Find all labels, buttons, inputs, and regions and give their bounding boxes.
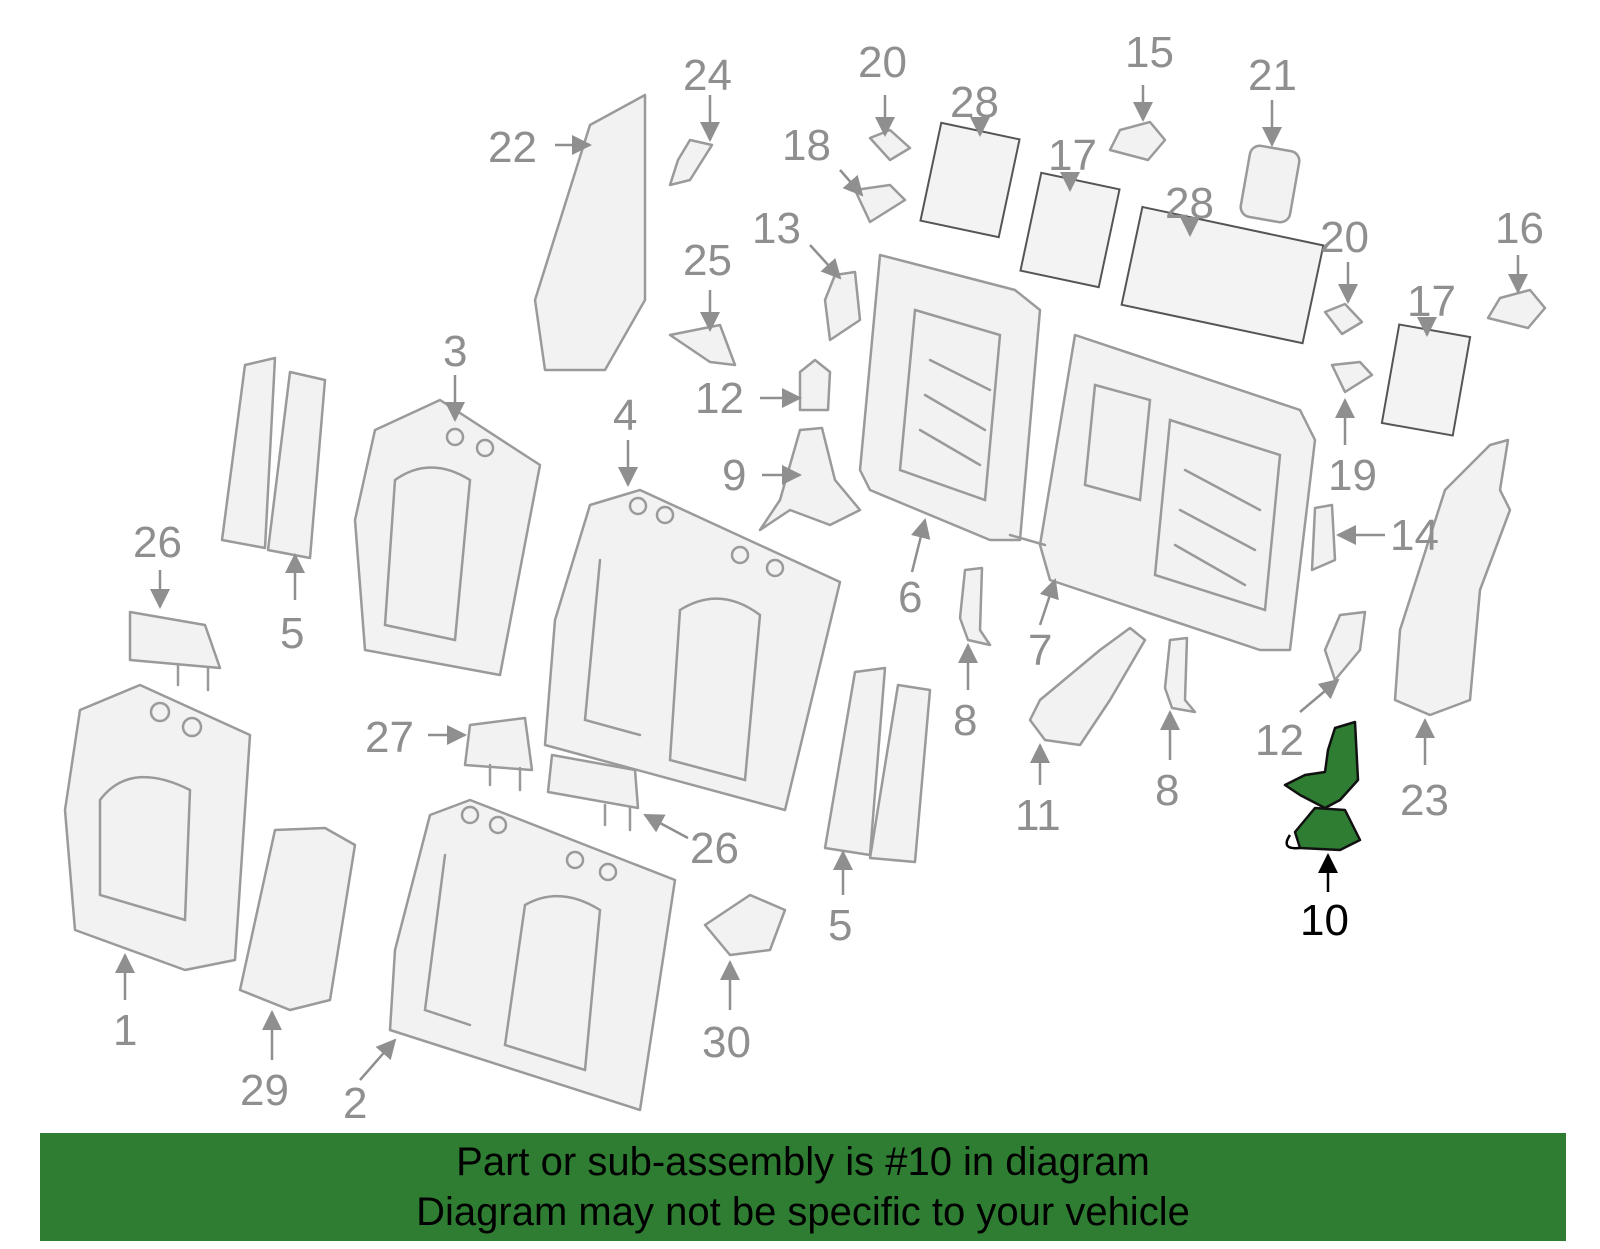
callout-labels: 1 2 3 4 5 5 6 7 8 8 9 10 11 12 12 13 14 … xyxy=(113,28,1544,1128)
label-26a: 26 xyxy=(133,518,182,567)
label-25: 25 xyxy=(683,236,732,285)
part-11-hinge-bracket xyxy=(1028,626,1147,747)
label-14: 14 xyxy=(1390,511,1439,560)
part-8-bracket-b xyxy=(1163,636,1197,714)
part-24-bracket xyxy=(668,138,714,187)
label-4: 4 xyxy=(613,391,637,440)
label-26b: 26 xyxy=(690,824,739,873)
label-16: 16 xyxy=(1495,204,1544,253)
label-22: 22 xyxy=(488,123,537,172)
label-19: 19 xyxy=(1328,451,1377,500)
label-24: 24 xyxy=(683,51,732,100)
label-2: 2 xyxy=(343,1079,367,1128)
label-27: 27 xyxy=(365,713,414,762)
part-30-clip xyxy=(703,893,787,957)
label-3: 3 xyxy=(443,327,467,376)
part-25-plate xyxy=(668,323,737,367)
part-28-box-wide xyxy=(1120,205,1325,345)
label-17a: 17 xyxy=(1048,131,1097,180)
part-18-clip xyxy=(853,183,907,224)
part-12-pivot xyxy=(798,358,832,412)
label-20a: 20 xyxy=(858,38,907,87)
label-9: 9 xyxy=(722,451,746,500)
label-12b: 12 xyxy=(1255,716,1304,765)
part-26-headrest-lower xyxy=(546,753,640,832)
part-15-clip xyxy=(1108,120,1167,162)
banner-line-1: Part or sub-assembly is #10 in diagram xyxy=(456,1140,1150,1184)
part-26-headrest xyxy=(128,610,222,692)
label-29: 29 xyxy=(240,1066,289,1115)
label-15: 15 xyxy=(1125,28,1174,77)
part-17-box xyxy=(1019,171,1121,289)
label-28b: 28 xyxy=(1165,179,1214,228)
part-1-seat-cushion xyxy=(63,683,252,972)
label-21: 21 xyxy=(1248,51,1297,100)
label-5a: 5 xyxy=(280,609,304,658)
part-21-cap xyxy=(1239,144,1301,224)
part-10-highlighted[interactable] xyxy=(1283,720,1362,852)
label-8b: 8 xyxy=(1155,766,1179,815)
part-22-trim-panel xyxy=(533,93,647,372)
label-6: 6 xyxy=(898,573,922,622)
part-6-seatback-frame xyxy=(858,253,1042,542)
leader-arrows xyxy=(115,85,1528,1081)
part-5-side-bolster-lower xyxy=(823,666,932,864)
part-14-bracket xyxy=(1310,503,1337,572)
part-20-nut xyxy=(868,128,912,162)
part-20-nut-right xyxy=(1323,302,1364,336)
part-29-armrest xyxy=(238,826,357,1012)
label-17b: 17 xyxy=(1407,277,1456,326)
part-2-seat-cushion xyxy=(388,798,677,1112)
part-23-trim-panel xyxy=(1393,438,1512,717)
label-13: 13 xyxy=(752,204,801,253)
part-13-hinge-cover xyxy=(823,270,862,342)
label-7: 7 xyxy=(1028,626,1052,675)
banner-line-2: Diagram may not be specific to your vehi… xyxy=(416,1190,1190,1234)
label-10: 10 xyxy=(1300,896,1349,945)
part-9-bracket xyxy=(758,426,862,532)
part-7-seatback-frame xyxy=(1008,333,1317,652)
label-20b: 20 xyxy=(1320,213,1369,262)
part-8-bracket xyxy=(958,566,992,647)
part-3-seat-back xyxy=(353,398,542,677)
info-banner: Part or sub-assembly is #10 in diagram D… xyxy=(40,1133,1566,1241)
label-18: 18 xyxy=(782,121,831,170)
label-5b: 5 xyxy=(828,901,852,950)
part-12-pivot-lower xyxy=(1323,610,1367,682)
label-1: 1 xyxy=(113,1006,137,1055)
part-28-box xyxy=(919,121,1021,239)
label-28a: 28 xyxy=(950,78,999,127)
label-23: 23 xyxy=(1400,776,1449,825)
part-17-box-right xyxy=(1380,323,1472,437)
label-12a: 12 xyxy=(695,374,744,423)
label-8a: 8 xyxy=(953,696,977,745)
part-16-clip xyxy=(1486,288,1547,330)
part-19-clip xyxy=(1330,360,1374,394)
part-4-seat-back xyxy=(543,488,842,812)
part-5-side-bolster xyxy=(220,356,327,560)
part-27-headrest xyxy=(463,716,534,792)
label-30: 30 xyxy=(702,1018,751,1067)
label-11: 11 xyxy=(1015,791,1061,840)
